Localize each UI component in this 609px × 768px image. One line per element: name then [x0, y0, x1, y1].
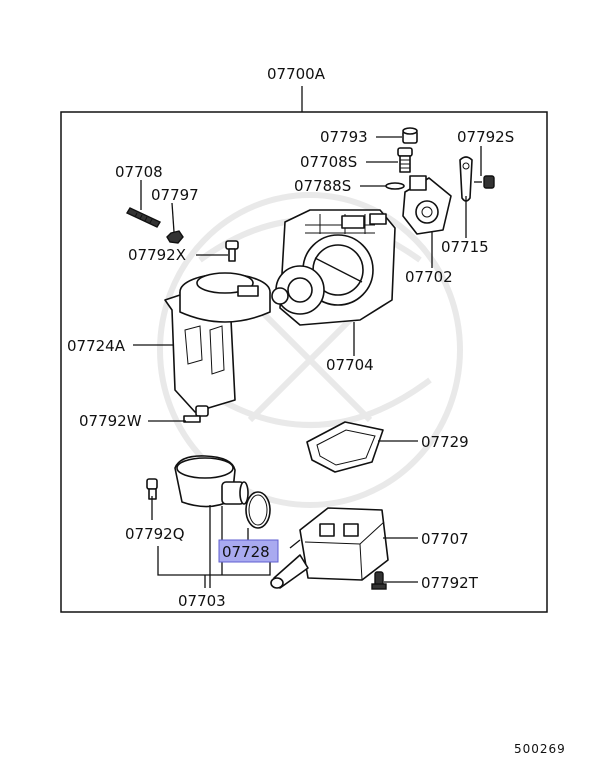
part-07715-bracket[interactable] [459, 156, 473, 202]
label-07792S[interactable]: 07792S [457, 128, 514, 146]
part-07729-gasket[interactable] [306, 421, 384, 473]
label-07724A[interactable]: 07724A [67, 337, 126, 355]
label-07703[interactable]: 07703 [178, 592, 226, 610]
document-id: 500269 [514, 742, 566, 756]
part-07792X-bolt[interactable] [225, 240, 239, 262]
part-07702-throttle-sensor[interactable] [402, 175, 452, 235]
label-07708S[interactable]: 07708S [300, 153, 357, 171]
label-07792W[interactable]: 07792W [79, 412, 142, 430]
part-07792T-bolt[interactable] [371, 571, 387, 590]
label-07715[interactable]: 07715 [441, 238, 489, 256]
label-07792Q[interactable]: 07792Q [125, 525, 185, 543]
part-07792Q-screw[interactable] [146, 478, 158, 500]
label-07728[interactable]: 07728 [222, 543, 270, 561]
label-07797[interactable]: 07797 [151, 186, 199, 204]
part-07708-bolt[interactable] [126, 207, 161, 228]
label-07793[interactable]: 07793 [320, 128, 368, 146]
label-07729[interactable]: 07729 [421, 433, 469, 451]
label-07792T[interactable]: 07792T [421, 574, 479, 592]
label-07792X[interactable]: 07792X [128, 246, 186, 264]
label-07707[interactable]: 07707 [421, 530, 469, 548]
part-07793-screw[interactable] [402, 127, 418, 144]
part-07792S-bolt[interactable] [474, 175, 495, 189]
assembly-label: 07700A [267, 65, 326, 83]
part-07792W-bolt[interactable] [183, 405, 209, 423]
part-07788S-o-ring[interactable] [385, 182, 405, 190]
part-07728-o-ring[interactable] [245, 491, 271, 529]
leader-lines [133, 136, 482, 588]
label-07788S[interactable]: 07788S [294, 177, 351, 195]
part-07797-nut[interactable] [166, 230, 184, 244]
part-07707-air-valve-body[interactable] [270, 507, 389, 589]
assembly-frame [60, 111, 548, 613]
part-07703-idle-air-valve[interactable] [174, 455, 249, 508]
part-07704-throttle-body[interactable] [271, 209, 396, 326]
part-07724A-bracket-assembly[interactable] [164, 272, 271, 413]
highlight-07728 [218, 539, 279, 563]
part-07728-o-ring-inner [248, 494, 268, 526]
label-07708[interactable]: 07708 [115, 163, 163, 181]
part-07708S-screw[interactable] [397, 147, 413, 173]
label-07702[interactable]: 07702 [405, 268, 453, 286]
label-07704[interactable]: 07704 [326, 356, 374, 374]
